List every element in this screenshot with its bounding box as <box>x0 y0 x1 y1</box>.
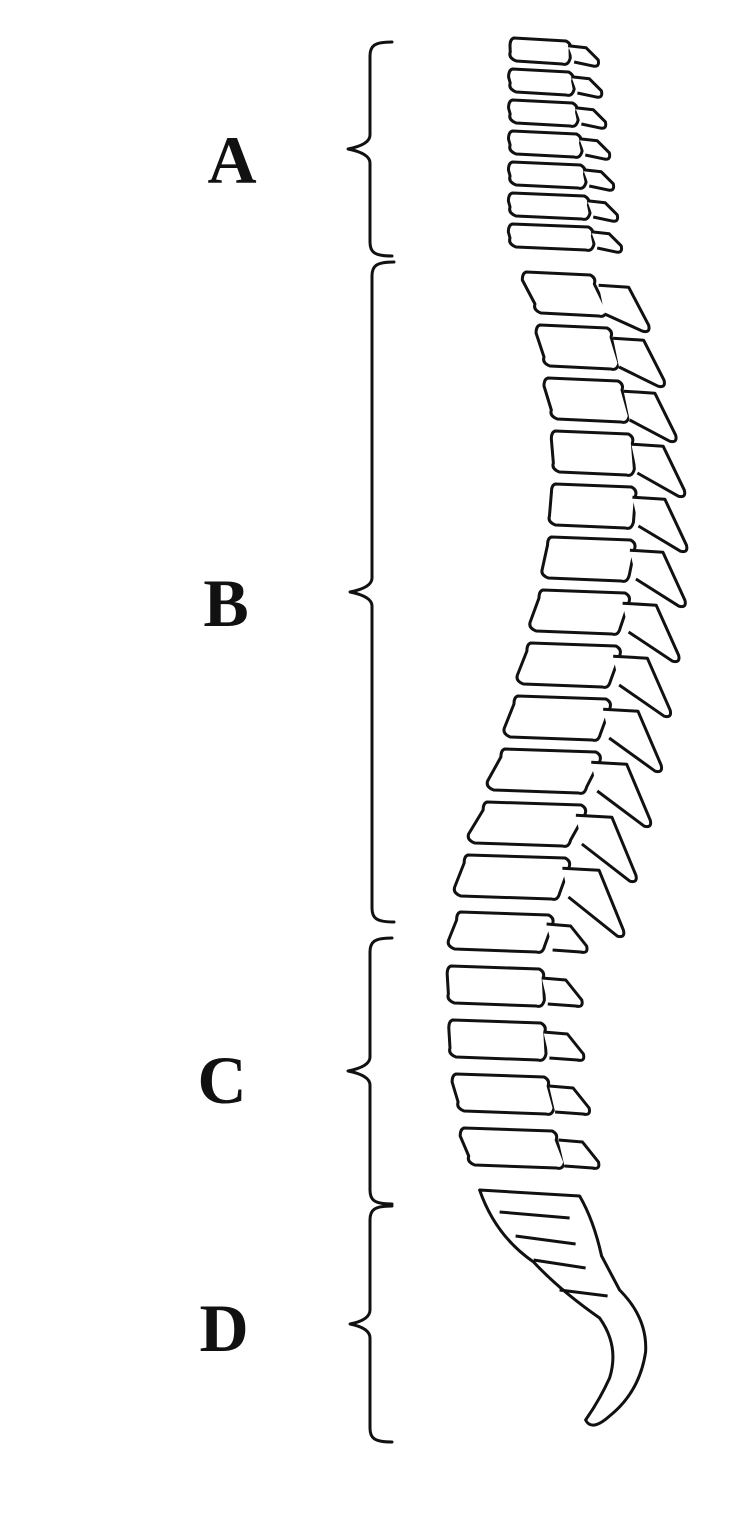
region-label-d: D <box>199 1294 248 1362</box>
lumbar-spinous-process <box>549 1086 589 1114</box>
thoracic-vertebra <box>530 590 630 634</box>
brace-b <box>350 262 394 922</box>
thoracic-spinous-process <box>613 338 664 386</box>
thoracic-vertebra <box>551 431 634 475</box>
lumbar-spinous-process <box>543 1032 583 1060</box>
lumbar-vertebra <box>460 1128 565 1168</box>
cervical-vertebra <box>508 162 586 188</box>
region-label-a: A <box>207 126 256 194</box>
cervical-spinous-process <box>587 201 617 221</box>
lumbar-vertebra <box>448 912 553 952</box>
thoracic-spinous-process <box>632 497 686 551</box>
thoracic-vertebra <box>517 643 620 687</box>
cervical-spinous-process <box>575 108 605 128</box>
thoracic-vertebra <box>536 325 619 369</box>
thoracic-vertebra <box>549 484 636 528</box>
thoracic-vertebra <box>542 537 635 581</box>
cervical-spinous-process <box>583 170 613 190</box>
cervical-vertebra <box>509 69 575 95</box>
brace-c <box>348 938 392 1204</box>
cervical-vertebra <box>508 131 582 157</box>
cervical-vertebra <box>508 193 590 219</box>
thoracic-spinous-process <box>623 603 679 661</box>
sacrum <box>480 1190 646 1425</box>
region-label-b: B <box>203 569 248 637</box>
lumbar-spinous-process <box>542 978 582 1006</box>
thoracic-spinous-process <box>624 391 676 441</box>
thoracic-vertebra <box>454 855 569 899</box>
lumbar-spinous-process <box>558 1140 598 1168</box>
region-brackets <box>348 42 394 1442</box>
vertebral-column <box>447 38 687 1425</box>
thoracic-vertebra <box>487 749 600 793</box>
thoracic-spinous-process <box>631 444 684 496</box>
lumbar-vertebra <box>447 966 544 1006</box>
lumbar-vertebra <box>449 1020 546 1060</box>
lumbar-vertebra <box>452 1074 554 1114</box>
cervical-spinous-process <box>571 77 601 97</box>
cervical-spinous-process <box>568 46 598 66</box>
region-label-c: C <box>197 1046 246 1114</box>
brace-a <box>348 42 392 256</box>
cervical-vertebra <box>510 38 571 64</box>
cervical-vertebra <box>508 224 594 250</box>
thoracic-spinous-process <box>630 550 685 606</box>
thoracic-spinous-process <box>613 656 670 716</box>
thoracic-vertebra <box>504 696 610 740</box>
thoracic-vertebra <box>522 272 607 316</box>
thoracic-vertebra <box>544 378 629 422</box>
brace-d <box>350 1206 392 1442</box>
thoracic-spinous-process <box>599 285 649 331</box>
cervical-spinous-process <box>579 139 609 159</box>
thoracic-vertebra <box>468 802 585 846</box>
cervical-spinous-process <box>591 232 621 252</box>
lumbar-spinous-process <box>547 924 587 952</box>
cervical-vertebra <box>509 100 579 126</box>
